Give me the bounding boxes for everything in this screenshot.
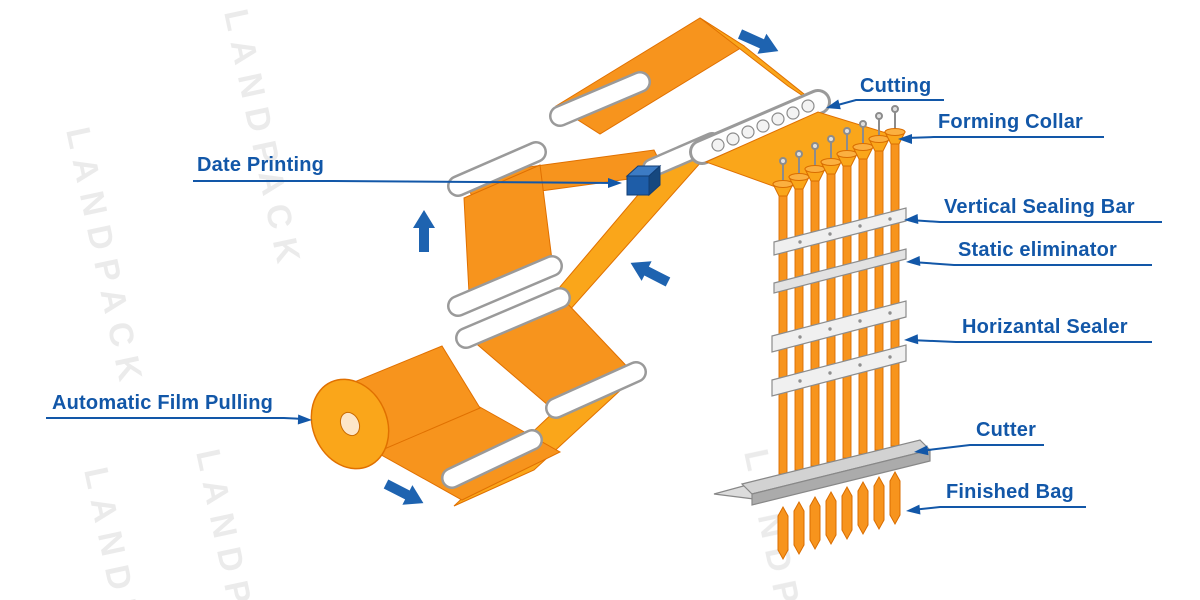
horizantal-sealer-arrowhead-icon xyxy=(904,334,919,345)
label-pointers xyxy=(46,99,1162,511)
flow-arrows xyxy=(383,29,779,505)
flow-arrow-top-icon xyxy=(737,29,779,54)
vertical-sealing-bar-pointer-line xyxy=(909,219,1162,223)
filling-pins xyxy=(779,105,899,182)
vertical-sealing-bar-screws xyxy=(798,217,892,244)
finished-bag-arrowhead-icon xyxy=(906,504,921,515)
finished-bag-item xyxy=(857,480,869,536)
finished-bag-item xyxy=(809,495,821,551)
cutter-bar xyxy=(713,439,932,506)
watermark-layer: LANDPACK LANDPACK LANDPACK LANDPACK LAND… xyxy=(58,6,829,600)
static-eliminator-bar xyxy=(773,248,907,294)
roller xyxy=(449,143,545,195)
cutter-pointer-line xyxy=(919,444,1044,452)
forming-collars xyxy=(772,128,906,197)
cutter-front-face xyxy=(751,449,931,506)
cutting-arrowhead-icon xyxy=(826,99,841,110)
vertical-sealing-bar xyxy=(773,207,907,256)
label-vertical-sealing-bar: Vertical Sealing Bar xyxy=(944,196,1135,218)
horizontal-sealer-screws xyxy=(798,311,892,339)
cutting-pointer-line xyxy=(833,99,944,107)
forming-collar-rings xyxy=(711,99,815,152)
finished-bag-item xyxy=(889,470,901,526)
film-web xyxy=(374,17,825,507)
film-pulling-arrowhead-icon xyxy=(297,414,312,425)
flow-arrow-middle-icon xyxy=(630,261,671,287)
label-arrowheads xyxy=(297,99,929,515)
horizontal-sealer-screws xyxy=(798,355,892,383)
vertical-sealing-bar-arrowhead-icon xyxy=(904,214,919,225)
film-pulling-pointer-line xyxy=(46,417,305,420)
date-printing-pointer-line xyxy=(193,180,615,184)
finished-bag-item xyxy=(825,490,837,546)
forming-collar-pointer-line xyxy=(905,136,1104,139)
watermark-text: LANDPACK xyxy=(216,6,309,276)
date-printing-arrowhead-icon xyxy=(608,178,622,188)
label-static-eliminator: Static eliminator xyxy=(958,239,1117,261)
label-cutter: Cutter xyxy=(976,419,1037,441)
label-horizantal-sealer: Horizantal Sealer xyxy=(962,316,1128,338)
horizantal-sealer-pointer-line xyxy=(909,339,1152,343)
roller xyxy=(547,363,645,417)
cutter-arrowhead-icon xyxy=(914,445,929,456)
label-forming-collar: Forming Collar xyxy=(938,111,1084,133)
finished-bag-item xyxy=(841,485,853,541)
flow-arrow-up-icon xyxy=(413,210,435,252)
finished-bags xyxy=(777,470,901,561)
horizontal-sealer-bar-lower xyxy=(771,344,907,397)
roller xyxy=(443,431,541,487)
watermark-text: LANDPACK xyxy=(188,446,281,600)
film-roll-core xyxy=(339,411,361,437)
finished-bag-item xyxy=(793,500,805,556)
watermark-text: LANDPACK xyxy=(58,124,151,394)
label-finished-bag: Finished Bag xyxy=(946,481,1074,503)
label-date-printing: Date Printing xyxy=(197,154,325,176)
forming-collar-arrowhead-icon xyxy=(898,134,912,144)
roller xyxy=(449,257,561,315)
forming-section xyxy=(689,89,932,561)
roller xyxy=(551,73,649,125)
date-printer-cube xyxy=(625,164,662,197)
static-eliminator-arrowhead-icon xyxy=(906,256,921,267)
finished-bag-item xyxy=(777,505,789,561)
flow-arrow-bottom-icon xyxy=(383,479,424,505)
watermark-text: LANDPACK xyxy=(76,464,169,600)
label-automatic-film-pulling: Automatic Film Pulling xyxy=(52,392,274,414)
static-eliminator-pointer-line xyxy=(911,261,1152,266)
finished-bag-pointer-line xyxy=(911,506,1086,511)
horizontal-sealer-bar-upper xyxy=(771,300,907,353)
label-cutting: Cutting xyxy=(860,75,932,97)
roller xyxy=(457,289,569,347)
film-roll xyxy=(310,345,481,470)
finished-bag-item xyxy=(873,475,885,531)
